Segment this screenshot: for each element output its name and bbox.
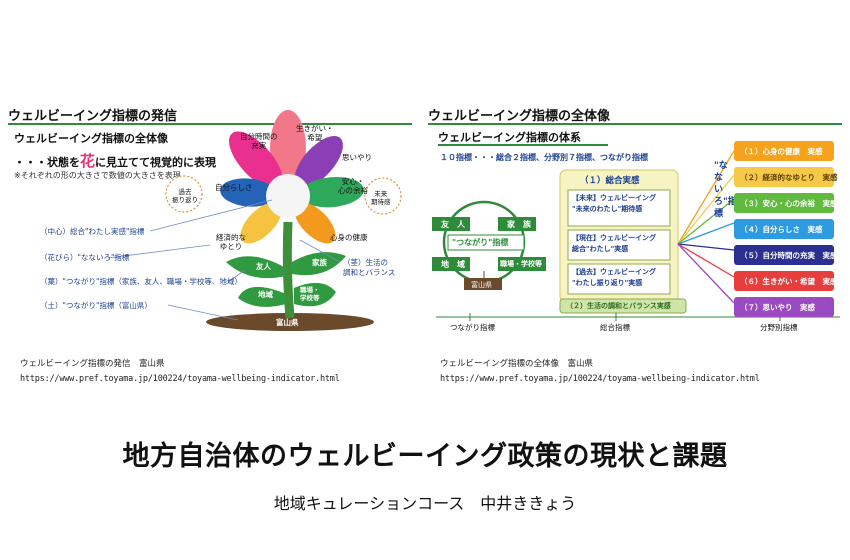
right-url[interactable]: https://www.pref.toyama.jp/100224/toyama… (440, 374, 760, 384)
node-pref: 富山県 (471, 281, 492, 289)
indicator-own-time: （５）自分時間の充実 実感 (734, 245, 838, 265)
flower-diagram (107, 110, 402, 331)
future-box (567, 189, 671, 227)
petal-label-right: 安心・ 心の余裕 (338, 177, 368, 195)
node-friend-shape (432, 217, 470, 231)
balance-box (559, 298, 687, 314)
left-heading-2: ・・・状態を花に見立てて視覚的に表現 (14, 150, 216, 171)
footer-overall: 総合指標 (600, 323, 630, 332)
right-panel-rule (428, 123, 842, 125)
leaf-work-shape (294, 282, 336, 307)
footer-field: 分野別指標 (760, 323, 798, 332)
overall-present: 【現在】ウェルビーイング 総合"わたし"実感 (572, 234, 656, 253)
soil-shape (206, 313, 374, 331)
indicator-list: （１）心身の健康 実感 （２）経済的なゆとり 実感 （３）安心・心の余裕 実感 … (734, 141, 838, 317)
indicator-economy: （２）経済的なゆとり 実感 (734, 167, 838, 187)
petal-label-top-left: 自分時間の 充実 (240, 132, 278, 150)
right-panel-title: ウェルビーイング指標の全体像 (428, 109, 611, 124)
indicator-kindness: （７）思いやり 実感 (734, 297, 834, 317)
left-heading-2-prefix: ・・・状態を (14, 156, 80, 169)
node-region: 地 域 (441, 260, 465, 269)
petal-label-top-right: 思いやり (342, 153, 372, 162)
petal-label-bottom-right: 心身の健康 (330, 233, 368, 242)
left-url[interactable]: https://www.pref.toyama.jp/100224/toyama… (20, 374, 340, 384)
flower-center-shape (266, 174, 310, 218)
left-caption: ウェルビーイング指標の発信 富山県 (20, 359, 165, 369)
leaf-label-family: 家族 (312, 258, 327, 267)
node-family-shape (498, 217, 536, 231)
right-heading-1: ウェルビーイング指標の体系 (438, 131, 581, 144)
petal-label-left: 自分らしさ (215, 183, 253, 192)
past-box (567, 263, 671, 295)
node-friend: 友 人 (441, 220, 465, 229)
nanairo-vertical-label: "なないろ"指標 (714, 161, 737, 219)
indicator-health: （１）心身の健康 実感 (734, 141, 834, 161)
petal-health-shape (294, 202, 336, 244)
left-note: ※それぞれの形の大きさで数値の大きさを表現 (14, 171, 181, 180)
future-label: 未来 期待感 (371, 190, 391, 206)
footer-connection: つながり指標 (450, 323, 495, 332)
leaf-region-shape (238, 286, 286, 307)
leaf-label-friend: 友人 (256, 262, 271, 271)
present-box (567, 229, 671, 261)
legend-soil: （土）"つながり"指標（富山県） (40, 301, 152, 310)
leaf-label-work: 職場・ 学校等 (300, 286, 320, 302)
node-work-shape (498, 257, 546, 271)
petal-self-shape (220, 178, 277, 207)
left-heading-1: ウェルビーイング指標の全体像 (14, 132, 168, 145)
soil-label: 富山県 (276, 318, 299, 327)
overall-past: 【過去】ウェルビーイング "わたし振り返り"実感 (572, 268, 656, 287)
node-center-shape (447, 234, 525, 251)
indicator-peace: （３）安心・心の余裕 実感 (734, 193, 838, 213)
overall-header: （１）総合実感 (580, 176, 640, 186)
petal-own-time-shape (229, 131, 283, 190)
indicator-self: （４）自分らしさ 実感 (734, 219, 834, 239)
main-title: 地方自治体のウェルビーイング政策の現状と課題 (122, 441, 728, 472)
node-pref-shape (464, 278, 502, 290)
petal-economy-shape (240, 202, 282, 244)
system-diagram (432, 150, 840, 321)
past-label: 過去 振り返り (172, 188, 198, 204)
past-circle (165, 175, 203, 213)
left-panel-rule (8, 123, 412, 125)
petal-kindness-shape (294, 136, 343, 188)
legend-petals: （花びら）"なないろ"指標 (40, 253, 130, 262)
subtitle: 地域キュレーションコース 中井ききょう (273, 494, 577, 513)
leaf-label-region: 地域 (258, 290, 273, 299)
node-region-shape (432, 257, 470, 271)
node-work: 職場・学校等 (500, 260, 542, 268)
left-panel-title: ウェルビーイング指標の発信 (8, 109, 178, 124)
future-circle (364, 177, 402, 215)
petal-label-top: 生きがい・ 希望 (296, 124, 334, 142)
legend-leaves: （葉）"つながり"指標（家族、友人、職場・学校等、地域） (40, 277, 242, 286)
left-heading-2-suffix: に見立てて視覚的に表現 (95, 156, 217, 169)
node-family: 家 族 (507, 220, 531, 229)
right-heading-2: １０指標・・・総合２指標、分野別７指標、つながり指標 (440, 153, 648, 162)
indicator-hope: （６）生きがい・希望 実感 (734, 271, 838, 291)
legend-stem: （茎）生活の 調和とバランス (343, 258, 396, 277)
petal-peace-shape (299, 176, 364, 208)
stem-shape (282, 221, 295, 319)
node-center: "つながり"指標 (452, 238, 509, 247)
right-heading-underline (438, 144, 608, 146)
flower-kanji: 花 (80, 152, 96, 170)
legend-center: （中心）総合"わたし実感"指標 (40, 227, 145, 236)
petal-label-bottom-left: 経済的な ゆとり (216, 233, 246, 251)
leaf-friend-shape (226, 256, 286, 279)
overall-balance: （２）生活の調和とバランス実感 (566, 302, 671, 310)
right-caption: ウェルビーイング指標の全体像 富山県 (440, 359, 594, 369)
overall-future: 【未来】ウェルビーイング "未来のわたし"期待感 (572, 194, 656, 213)
